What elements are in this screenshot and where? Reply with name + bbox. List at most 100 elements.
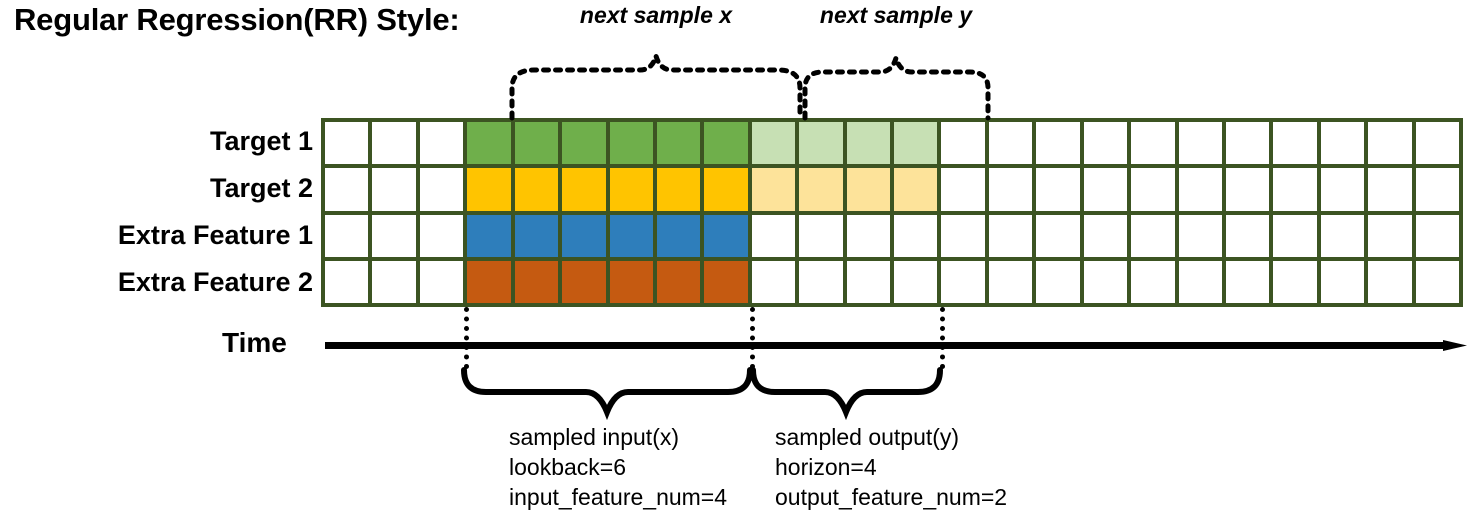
caption-sampled-input: sampled input(x) lookback=6 input_featur… bbox=[509, 422, 727, 512]
grid-cell-r2-c2 bbox=[372, 168, 416, 211]
grid-cell-r1-c2 bbox=[372, 122, 416, 165]
grid-cell-r2-c18 bbox=[1131, 168, 1175, 211]
grid-cell-r1-c17 bbox=[1083, 122, 1128, 165]
grid-cell-r4-c16 bbox=[1036, 260, 1080, 303]
grid-cell-r2-c15 bbox=[988, 168, 1033, 211]
grid-cell-r3-c24 bbox=[1415, 214, 1459, 257]
grid-cell-r2-c13 bbox=[894, 168, 938, 211]
time-axis-label: Time bbox=[222, 327, 287, 358]
grid-cell-r2-c23 bbox=[1368, 168, 1412, 211]
grid-cell-r3-c13 bbox=[894, 214, 938, 257]
grid-cell-r3-c11 bbox=[799, 214, 843, 257]
grid-cell-r4-c23 bbox=[1368, 260, 1412, 303]
grid-cell-r4-c4 bbox=[467, 260, 511, 303]
grid-cell-r4-c13 bbox=[894, 260, 938, 303]
grid-cell-r2-c1 bbox=[325, 168, 369, 211]
grid-cell-r2-c11 bbox=[799, 168, 843, 211]
time-axis-arrow bbox=[325, 340, 1467, 351]
grid-cell-r3-c5 bbox=[514, 214, 559, 257]
brace-next-sample-y bbox=[802, 48, 991, 121]
row-label-extra-feature-2: Extra Feature 2 bbox=[117, 267, 313, 297]
grid-cell-r3-c20 bbox=[1225, 214, 1270, 257]
grid-cell-r3-c12 bbox=[846, 214, 890, 257]
grid-cell-r1-c16 bbox=[1036, 122, 1080, 165]
caption-sampled-input-line-3: input_feature_num=4 bbox=[509, 484, 728, 510]
grid-cell-r1-c3 bbox=[419, 122, 464, 165]
grid-cell-r3-c1 bbox=[325, 214, 369, 257]
grid-cell-r3-c23 bbox=[1368, 214, 1412, 257]
grid-cell-r1-c10 bbox=[751, 122, 796, 165]
grid-cell-r3-c14 bbox=[941, 214, 985, 257]
grid-cell-r3-c15 bbox=[988, 214, 1033, 257]
grid-cell-r4-c15 bbox=[988, 260, 1033, 303]
grid-cell-r4-c11 bbox=[799, 260, 843, 303]
grid-cell-r1-c1 bbox=[325, 122, 369, 165]
grid-cell-r1-c9 bbox=[704, 122, 748, 165]
grid-cell-r4-c5 bbox=[514, 260, 559, 303]
grid-cell-r4-c2 bbox=[372, 260, 416, 303]
grid-cell-r3-c9 bbox=[704, 214, 748, 257]
grid-cell-r2-c8 bbox=[656, 168, 701, 211]
page-title: Regular Regression(RR) Style: bbox=[14, 2, 460, 37]
grid-cell-r1-c15 bbox=[988, 122, 1033, 165]
grid-cell-r4-c1 bbox=[325, 260, 369, 303]
grid-cell-r3-c7 bbox=[609, 214, 653, 257]
grid-cell-r3-c4 bbox=[467, 214, 511, 257]
grid-cell-r4-c19 bbox=[1178, 260, 1222, 303]
grid-cell-r1-c7 bbox=[609, 122, 653, 165]
dropline-input-start bbox=[464, 307, 469, 369]
grid-cell-r1-c5 bbox=[514, 122, 559, 165]
grid-cell-r4-c12 bbox=[846, 260, 890, 303]
grid-cell-r3-c8 bbox=[656, 214, 701, 257]
grid-cell-r4-c24 bbox=[1415, 260, 1459, 303]
grid-cell-r3-c22 bbox=[1320, 214, 1365, 257]
grid-cell-r4-c3 bbox=[419, 260, 464, 303]
brace-next-sample-x bbox=[509, 46, 803, 121]
grid-cell-r2-c12 bbox=[846, 168, 890, 211]
caption-sampled-output: sampled output(y) horizon=4 output_featu… bbox=[775, 422, 1007, 512]
grid-cell-r3-c2 bbox=[372, 214, 416, 257]
grid-cell-r2-c7 bbox=[609, 168, 653, 211]
row-label-target-2: Target 2 bbox=[209, 173, 313, 203]
grid-cell-r4-c21 bbox=[1273, 260, 1317, 303]
grid-cell-r2-c16 bbox=[1036, 168, 1080, 211]
grid-cell-r3-c21 bbox=[1273, 214, 1317, 257]
grid-cell-r1-c22 bbox=[1320, 122, 1365, 165]
grid-cell-r4-c17 bbox=[1083, 260, 1128, 303]
grid-cell-r3-c10 bbox=[751, 214, 796, 257]
row-label-extra-feature-1: Extra Feature 1 bbox=[117, 220, 313, 250]
caption-sampled-output-line-2: horizon=4 bbox=[775, 454, 877, 480]
grid-cell-r4-c6 bbox=[562, 260, 606, 303]
grid-cell-r2-c14 bbox=[941, 168, 985, 211]
grid-cell-r2-c9 bbox=[704, 168, 748, 211]
grid-cell-r3-c16 bbox=[1036, 214, 1080, 257]
grid-cell-r1-c19 bbox=[1178, 122, 1222, 165]
grid-cell-r2-c4 bbox=[467, 168, 511, 211]
timeline-grid bbox=[321, 118, 1463, 307]
grid-cell-r1-c20 bbox=[1225, 122, 1270, 165]
grid-cell-r3-c18 bbox=[1131, 214, 1175, 257]
grid-cell-r2-c5 bbox=[514, 168, 559, 211]
dropline-input-end bbox=[750, 307, 755, 369]
grid-cell-r2-c3 bbox=[419, 168, 464, 211]
grid-cell-r3-c19 bbox=[1178, 214, 1222, 257]
grid-cell-r3-c17 bbox=[1083, 214, 1128, 257]
grid-cell-r2-c24 bbox=[1415, 168, 1459, 211]
grid-cell-r1-c4 bbox=[467, 122, 511, 165]
grid-cell-r4-c9 bbox=[704, 260, 748, 303]
grid-cell-r2-c10 bbox=[751, 168, 796, 211]
grid-cell-r2-c17 bbox=[1083, 168, 1128, 211]
grid-cell-r1-c8 bbox=[656, 122, 701, 165]
grid-cell-r1-c6 bbox=[562, 122, 606, 165]
dropline-output-end bbox=[940, 307, 945, 369]
caption-sampled-output-line-1: sampled output(y) bbox=[775, 424, 960, 450]
grid-cell-r1-c12 bbox=[846, 122, 890, 165]
grid-cell-r4-c20 bbox=[1225, 260, 1270, 303]
grid-cell-r2-c19 bbox=[1178, 168, 1222, 211]
row-label-target-1: Target 1 bbox=[209, 126, 313, 156]
grid-cell-r1-c23 bbox=[1368, 122, 1412, 165]
grid-cell-r4-c14 bbox=[941, 260, 985, 303]
grid-cell-r3-c3 bbox=[419, 214, 464, 257]
grid-cell-r2-c6 bbox=[562, 168, 606, 211]
